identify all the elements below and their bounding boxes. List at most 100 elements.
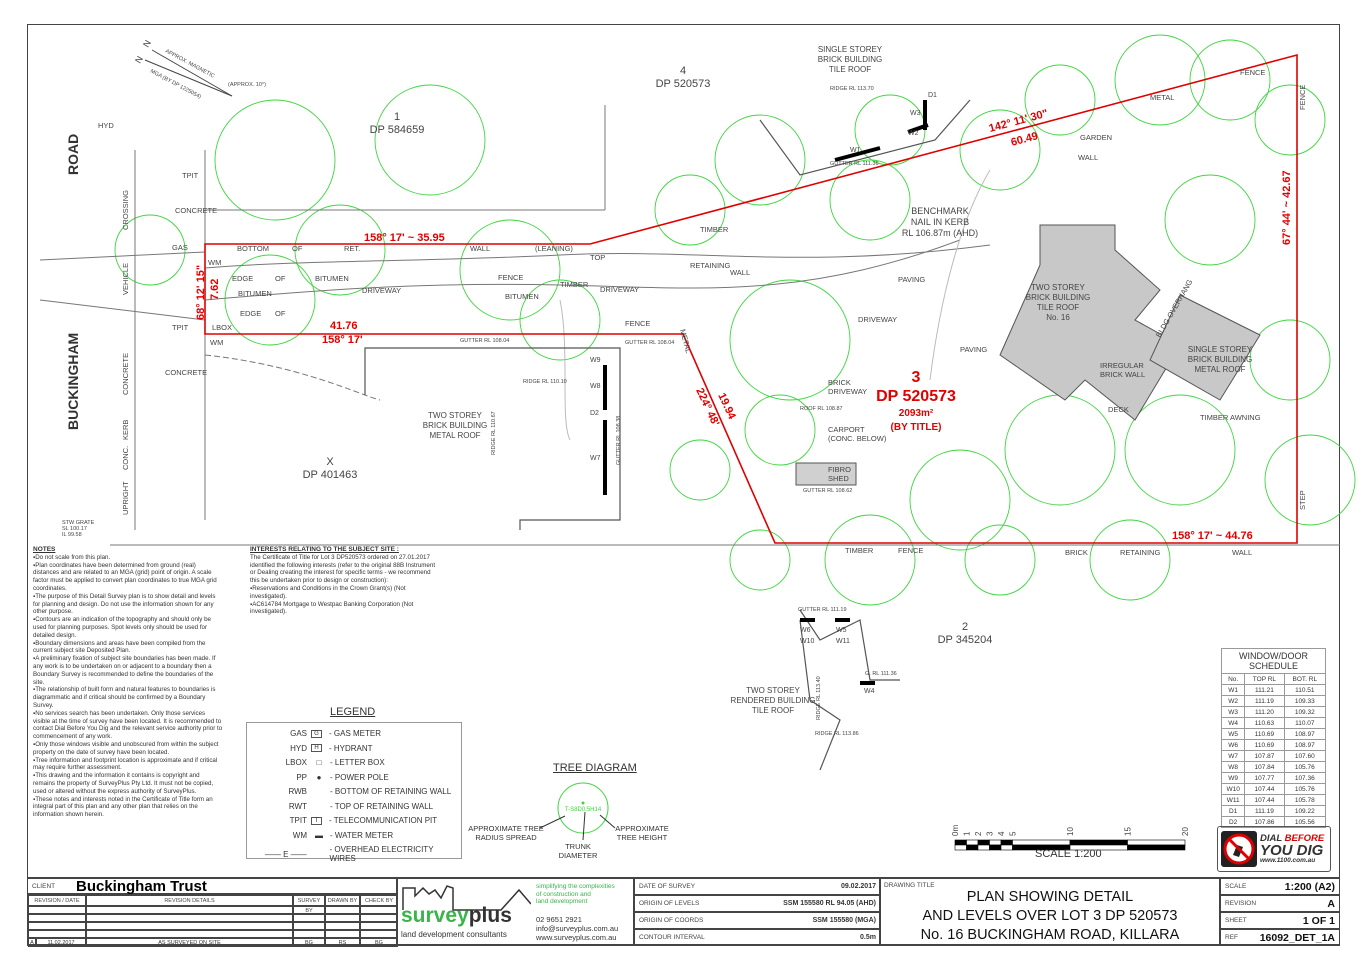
legend-symbol-icon: □ — [316, 758, 322, 767]
level-label: GUTTER RL 111.19 — [798, 607, 847, 613]
legend-item: RWB- BOTTOM OF RETAINING WALL — [247, 787, 451, 796]
schedule-cell: 105.56 — [1283, 816, 1327, 828]
feature-label: EDGE — [232, 274, 253, 283]
lot-dp: DP 345204 — [938, 634, 993, 646]
note-item: The purpose of this Detail Survey plan i… — [33, 593, 223, 616]
feature-label: CARPORT — [828, 425, 865, 434]
schedule-cell: 107.87 — [1244, 750, 1285, 762]
note-item: No services search has been undertaken. … — [33, 710, 223, 741]
company-email[interactable]: info@surveyplus.com.au — [536, 924, 619, 933]
legend-symbol-icon: ● — [316, 772, 322, 782]
level-label: RIDGE RL 113.70 — [830, 86, 874, 92]
subject-lot-area: 2093m² — [899, 408, 934, 419]
revision-header: CHECK BY — [360, 895, 398, 906]
building-label: TWO STOREY — [746, 686, 800, 695]
building-label: SINGLE STOREY — [818, 45, 883, 54]
tree-canopy — [294, 204, 386, 296]
tree-trunk-label: TRUNK DIAMETER — [558, 842, 598, 860]
feature-label: WALL — [730, 268, 750, 277]
level-label: RIDGE RL 110.10 — [523, 379, 567, 385]
legend-desc: - HYDRANT — [329, 743, 373, 753]
tree-canopy — [519, 279, 601, 361]
scale-segment — [954, 844, 967, 851]
window-label: W3 — [910, 110, 921, 117]
lot-dp: DP 584659 — [370, 124, 425, 136]
window-label: W4 — [864, 688, 875, 695]
note-item: These notes and interests noted in the C… — [33, 796, 223, 819]
legend-code: PP — [296, 772, 307, 782]
schedule-cell: 110.63 — [1244, 717, 1285, 729]
schedule-cell: 109.32 — [1283, 706, 1327, 718]
scale-segment — [1000, 844, 1013, 851]
client-label: CLIENT — [32, 883, 56, 890]
feature-label: KERB — [121, 420, 130, 440]
legend-item: RWT- TOP OF RETAINING WALL — [247, 802, 433, 811]
revision-cell — [293, 906, 325, 914]
tree-canopy — [909, 449, 1011, 551]
feature-label: FIBRO — [828, 465, 851, 474]
revision-cell: BG — [360, 938, 398, 947]
company-logo: surveyplus — [401, 904, 512, 927]
company-web[interactable]: www.surveyplus.com.au — [536, 933, 617, 942]
meta-label: SCALE — [1225, 883, 1247, 890]
feature-label: FENCE — [625, 319, 650, 328]
feature-label: DRIVEWAY — [362, 286, 401, 295]
revision-cell — [325, 914, 360, 922]
schedule-cell: 111.19 — [1244, 805, 1285, 817]
schedule-cell: 108.97 — [1283, 728, 1327, 740]
window-label: D2 — [590, 410, 599, 417]
subject-lot-dp: DP 520573 — [876, 388, 956, 405]
feature-label: DRIVEWAY — [858, 315, 897, 324]
no-dig-icon — [1221, 831, 1257, 867]
tree-canopy — [714, 114, 806, 206]
feature-label: GARDEN — [1080, 133, 1112, 142]
schedule-cell: 107.44 — [1244, 794, 1285, 806]
legend-item: PP●- POWER POLE — [247, 772, 388, 782]
building-label: RENDERED BUILDING — [731, 696, 816, 705]
interest-item: AC614784 Mortgage to Westpac Banking Cor… — [250, 601, 440, 617]
window-label: W1 — [850, 147, 861, 154]
tree-diagram-graphic: T-S8D0.5H14 — [539, 782, 616, 841]
revision-cell — [86, 930, 293, 938]
scale-segment — [989, 844, 1002, 851]
tree-canopy — [1164, 174, 1256, 266]
window-door-schedule: WINDOW/DOOR SCHEDULE No. TOP RL BOT. RL … — [1220, 648, 1327, 828]
feature-label: WM — [208, 258, 221, 267]
legend-symbol-icon: ▬ — [315, 830, 323, 840]
scale-tick-label: 10 — [1066, 827, 1075, 836]
subject-lot-number: 3 — [912, 369, 921, 386]
benchmark-label: BENCHMARK — [911, 206, 969, 216]
legend-desc: - LETTER BOX — [330, 758, 385, 767]
schedule-cell: 107.60 — [1283, 750, 1327, 762]
note-item: Tree information and footprint location … — [33, 757, 223, 773]
feature-label: BITUMEN — [315, 274, 349, 283]
feature-label: GAS — [172, 243, 188, 252]
tree-canopy — [114, 214, 186, 286]
tree-spread-label: APPROXIMATE TREE RADIUS SPREAD — [468, 824, 544, 842]
client-name: Buckingham Trust — [76, 878, 207, 895]
note-item: The relationship of built form and natur… — [33, 686, 223, 709]
neighbour-buildings — [364, 99, 971, 771]
revision-cell — [360, 914, 398, 922]
schedule-cell: 111.21 — [1244, 684, 1285, 696]
feature-label: (LEANING) — [535, 244, 573, 253]
feature-label: OF — [275, 309, 286, 318]
distance-label: 60.49 — [1010, 130, 1040, 149]
info-value: 0.5m — [860, 934, 876, 941]
feature-label: OF — [275, 274, 286, 283]
revision-cell: RS — [325, 938, 360, 947]
building-label: BRICK BUILDING — [818, 55, 882, 64]
subject-lot-note: (BY TITLE) — [891, 422, 942, 433]
legend-desc: - GAS METER — [329, 729, 382, 738]
feature-label: BITUMEN — [238, 289, 272, 298]
company-phone: 02 9651 2921 — [536, 915, 582, 924]
building-label: TILE ROOF — [829, 65, 871, 74]
